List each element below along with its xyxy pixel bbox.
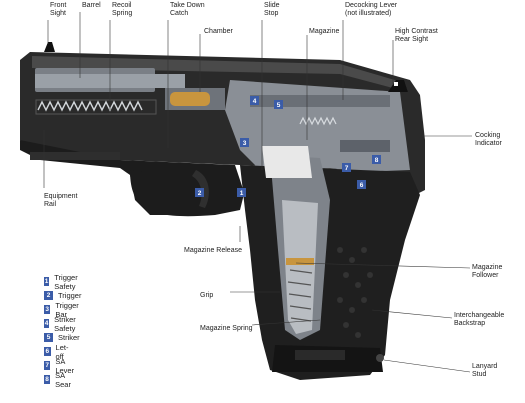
legend-badge: 2	[44, 291, 53, 300]
svg-text:4: 4	[253, 98, 257, 105]
label-magazine: Magazine	[309, 28, 340, 35]
legend-label: SA Lever	[55, 356, 75, 375]
label-barrel: Barrel	[82, 2, 101, 9]
legend-label: Let-off	[55, 342, 69, 361]
legend-item: 5 Striker	[44, 332, 80, 343]
magazine-spring	[287, 269, 313, 322]
label-equipment-rail: Equipment Rail	[44, 193, 78, 208]
badge-2: 2	[195, 188, 204, 197]
svg-text:5: 5	[277, 102, 281, 109]
svg-text:3: 3	[243, 140, 247, 147]
label-take-down-catch: Take Down Catch	[170, 2, 205, 17]
svg-text:8: 8	[375, 157, 379, 164]
trigger-guard	[130, 170, 245, 217]
trigger	[192, 170, 209, 208]
legend-label: Trigger Bar	[55, 300, 79, 319]
badge-5: 5	[274, 100, 283, 109]
legend-label: Trigger	[58, 291, 82, 300]
front-sight	[44, 42, 55, 52]
legend-badge: 7	[44, 361, 51, 370]
legend-label: Striker Safety	[54, 314, 76, 333]
badge-8: 8	[372, 155, 381, 164]
label-rear-sight: High Contrast Rear Sight	[395, 28, 438, 43]
svg-text:1: 1	[240, 190, 244, 197]
cartridge	[170, 92, 210, 106]
label-lanyard-stud: Lanyard Stud	[472, 363, 498, 378]
legend-item: 4 Striker Safety	[44, 315, 80, 333]
svg-text:6: 6	[360, 182, 364, 189]
lanyard-stud-mark	[376, 354, 384, 362]
legend-item: 6 Let-off	[44, 343, 71, 361]
label-backstrap: Interchangeable Backstrap	[454, 312, 505, 327]
badge-3: 3	[240, 138, 249, 147]
legend-badge: 6	[44, 347, 51, 356]
recoil-spring	[37, 100, 143, 112]
legend-badge: 3	[44, 305, 51, 314]
magazine-body	[282, 200, 318, 334]
legend-item: 7 SA Lever	[44, 357, 77, 375]
magazine-follower	[286, 258, 314, 265]
svg-text:2: 2	[198, 190, 202, 197]
legend-item: 3 Trigger Bar	[44, 301, 81, 319]
legend-item: 2 Trigger	[44, 290, 81, 301]
svg-text:7: 7	[345, 165, 349, 172]
label-grip: Grip	[200, 292, 214, 299]
equipment-rail	[30, 152, 120, 160]
legend-item: 8 SA Sear	[44, 371, 74, 389]
legend-label: SA Sear	[55, 370, 71, 389]
legend-label: Trigger Safety	[54, 272, 78, 291]
label-slide-stop: Slide Stop	[264, 2, 280, 17]
legend-badge: 4	[44, 319, 50, 328]
badge-6: 6	[357, 180, 366, 189]
label-front-sight: Front Sight	[50, 2, 67, 17]
badge-4: 4	[250, 96, 259, 105]
legend-badge: 8	[44, 375, 51, 384]
badge-1: 1	[237, 188, 246, 197]
legend-badge: 1	[44, 277, 50, 286]
label-magazine-follower: Magazine Follower	[472, 264, 503, 279]
badge-7: 7	[342, 163, 351, 172]
label-decocking-lever: Decocking Lever (not illustrated)	[345, 2, 398, 17]
legend-label: Striker	[58, 333, 80, 342]
label-chamber: Chamber	[204, 28, 233, 35]
label-magazine-spring: Magazine Spring	[200, 325, 253, 332]
label-cocking-indicator: Cocking Indicator	[475, 132, 502, 147]
legend-badge: 5	[44, 333, 53, 342]
legend-item: 1 Trigger Safety	[44, 273, 81, 291]
label-recoil-spring: Recoil Spring	[112, 2, 133, 17]
label-magazine-release: Magazine Release	[184, 247, 242, 254]
